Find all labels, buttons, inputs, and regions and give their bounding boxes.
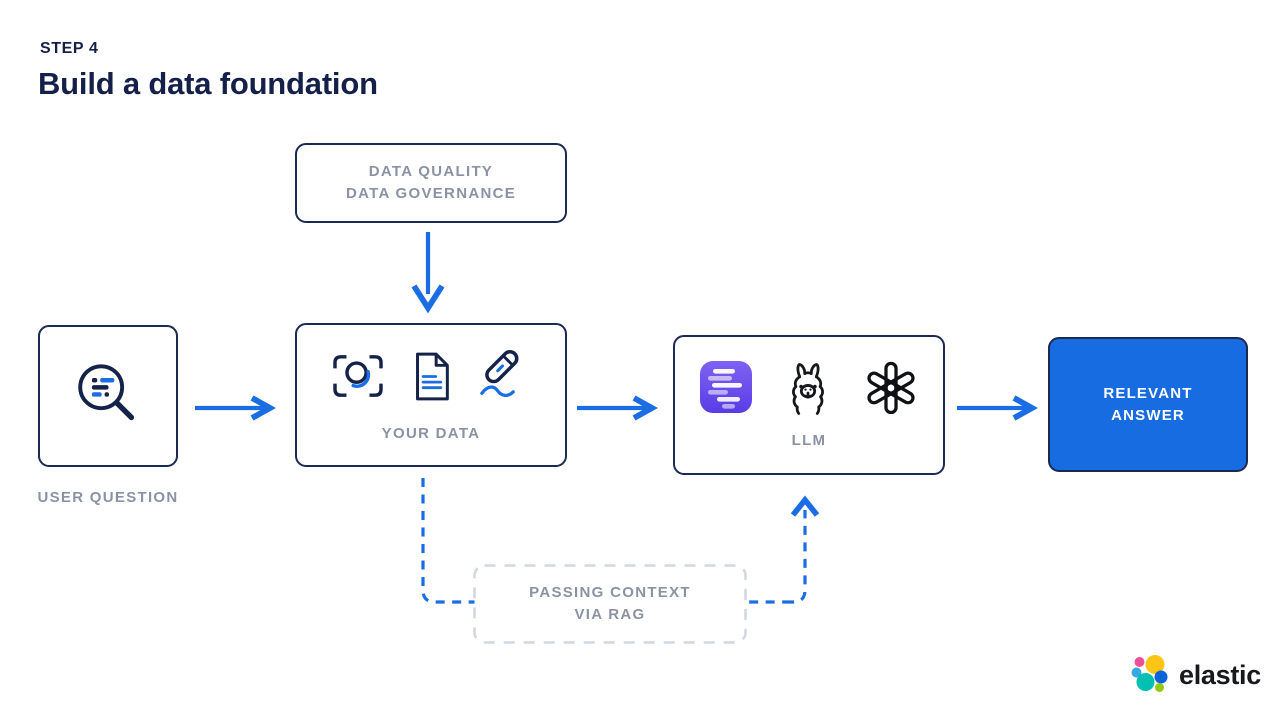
image-scan-icon bbox=[332, 355, 383, 397]
llm-label: LLM bbox=[791, 432, 827, 449]
elastic-logo: elastic bbox=[1131, 650, 1271, 700]
llm-icons bbox=[700, 358, 918, 416]
arrow-your-data-to-llm bbox=[577, 395, 658, 421]
passing-context-line1: PASSING CONTEXT bbox=[529, 584, 691, 601]
data-quality-box: DATA QUALITY DATA GOVERNANCE bbox=[295, 143, 567, 223]
search-text-icon bbox=[78, 364, 135, 421]
relevant-answer-line1: RELEVANT bbox=[1103, 384, 1193, 402]
arrow-user-question-to-your-data bbox=[195, 395, 276, 421]
llama-icon bbox=[792, 363, 824, 415]
elastic-wordmark: elastic bbox=[1179, 659, 1261, 690]
relevant-answer-box: RELEVANT ANSWER bbox=[1048, 337, 1248, 472]
your-data-label: YOUR DATA bbox=[381, 425, 481, 442]
your-data-box: YOUR DATA bbox=[295, 323, 567, 467]
llm-box: LLM bbox=[673, 335, 945, 475]
arrow-llm-to-relevant-answer bbox=[957, 395, 1038, 421]
user-question-label: USER QUESTION bbox=[37, 489, 179, 506]
openai-icon bbox=[867, 361, 915, 414]
data-quality-line1: DATA QUALITY bbox=[368, 163, 494, 180]
voice-note-icon bbox=[479, 350, 518, 398]
elastic-mark-icon bbox=[1131, 655, 1168, 692]
your-data-icons bbox=[331, 347, 532, 405]
page-title: Build a data foundation bbox=[38, 66, 378, 101]
user-question-box bbox=[38, 325, 178, 467]
document-icon bbox=[415, 352, 449, 400]
step-label: STEP 4 bbox=[40, 40, 99, 57]
relevant-answer-line2: ANSWER bbox=[1111, 406, 1185, 424]
passing-context-box: PASSING CONTEXT VIA RAG bbox=[473, 564, 747, 644]
arrow-data-quality-to-your-data bbox=[411, 232, 445, 314]
passing-context-line2: VIA RAG bbox=[574, 606, 646, 623]
data-quality-line2: DATA GOVERNANCE bbox=[345, 185, 517, 202]
text-generation-app-icon bbox=[700, 361, 752, 413]
